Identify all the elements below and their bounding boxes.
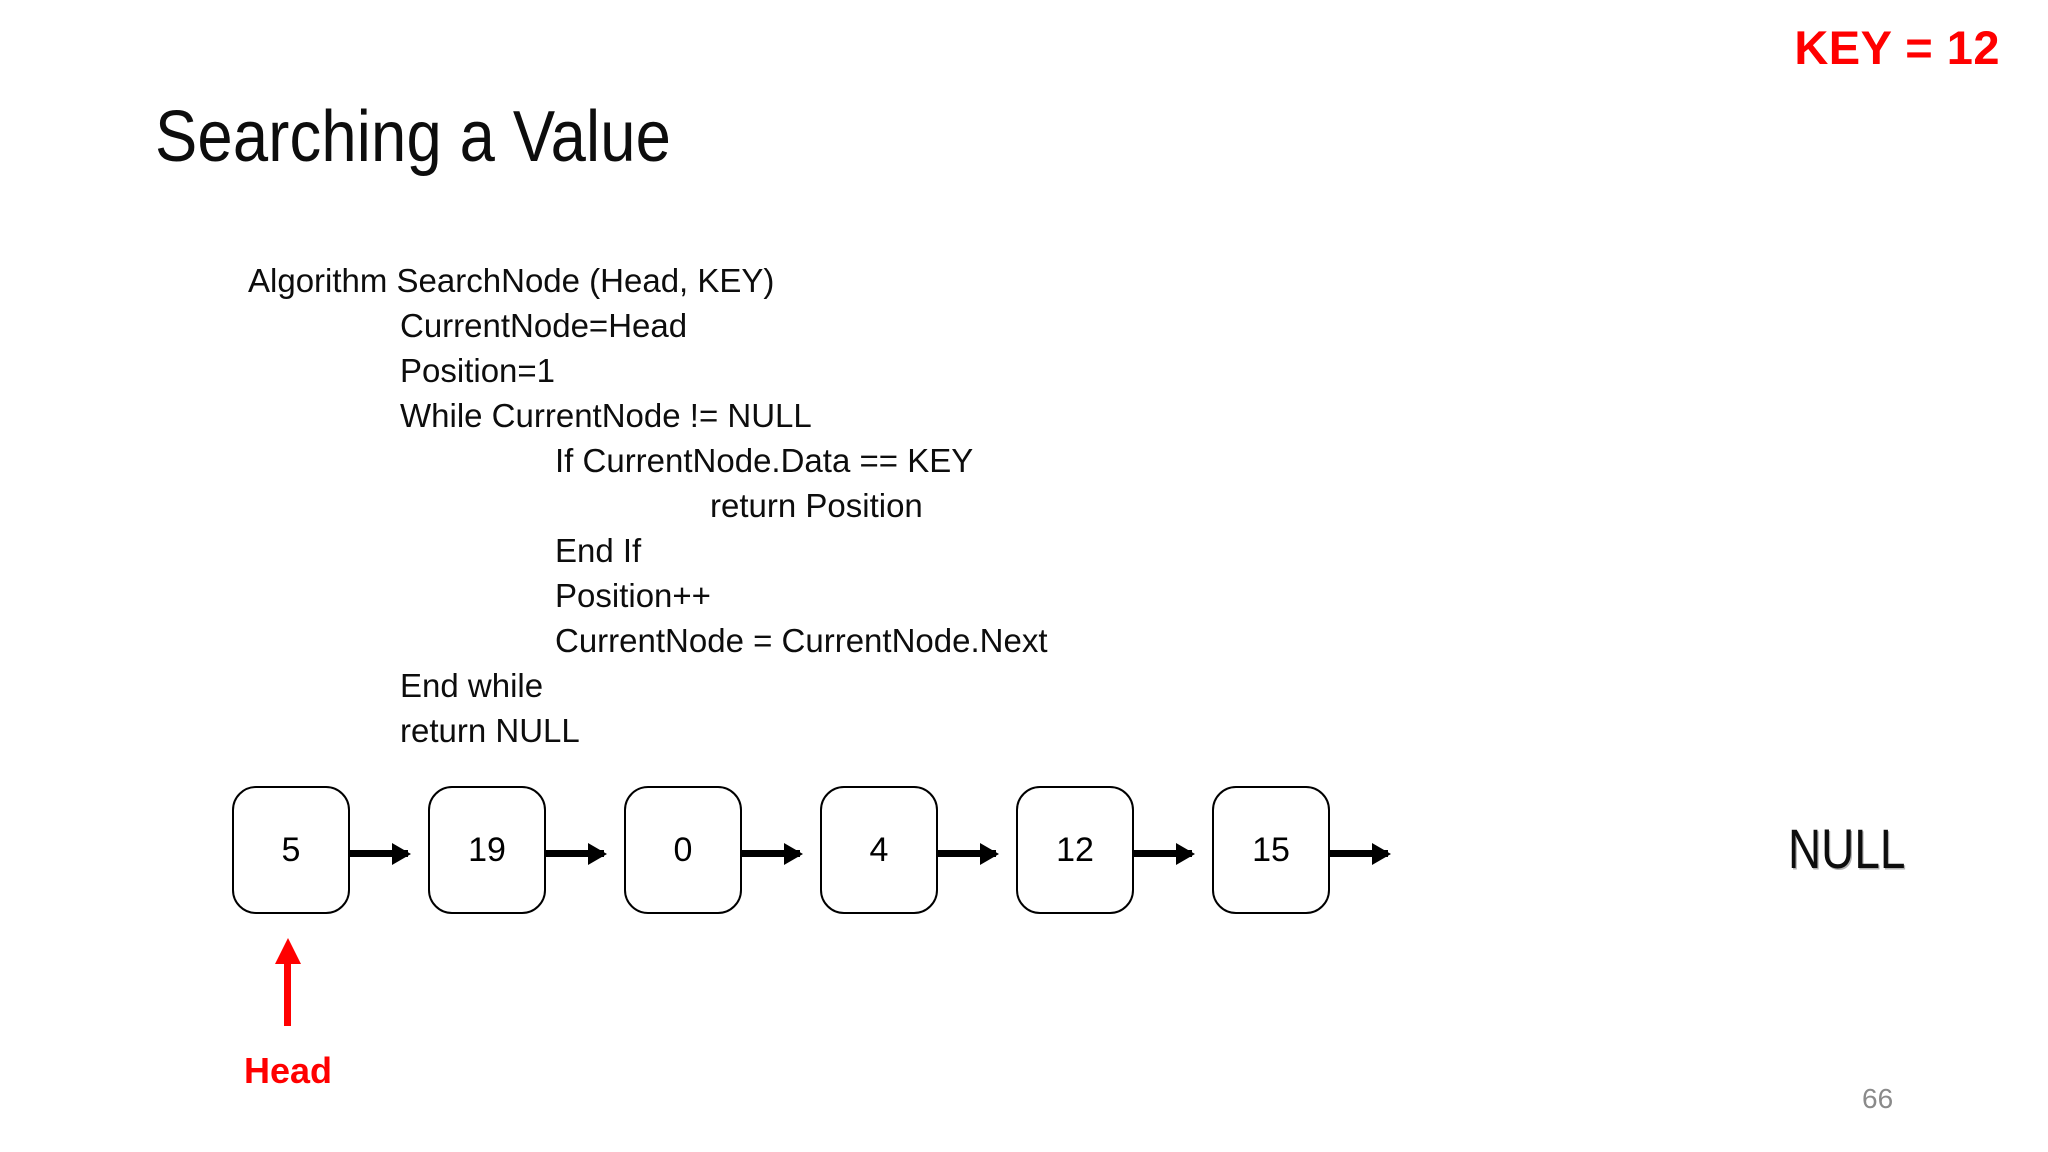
pseudocode-line: While CurrentNode != NULL [400, 397, 812, 434]
list-link-arrow-icon [1330, 850, 1388, 857]
list-node: 12 [1016, 786, 1134, 914]
list-link-arrow-icon [938, 850, 996, 857]
list-link-arrow-icon [1134, 850, 1192, 857]
list-node-value: 5 [281, 831, 301, 869]
pseudocode-line: return NULL [400, 712, 580, 749]
pseudocode-line: If CurrentNode.Data == KEY [555, 442, 974, 479]
list-node: 15 [1212, 786, 1330, 914]
pseudocode-line: CurrentNode = CurrentNode.Next [555, 622, 1048, 659]
pseudocode-line: Algorithm SearchNode (Head, KEY) [248, 262, 775, 299]
pseudocode-line: return Position [710, 487, 923, 524]
linked-list-diagram: NULL 5 19 0 4 12 15 [0, 786, 2048, 946]
list-node: 19 [428, 786, 546, 914]
head-arrow-icon [275, 938, 301, 964]
head-label: Head [243, 1050, 333, 1091]
list-link-arrow-icon [350, 850, 408, 857]
list-node-value: 15 [1252, 831, 1290, 869]
pseudocode-line: End If [555, 532, 642, 569]
pseudocode-block: Algorithm SearchNode (Head, KEY) CurrentN… [248, 258, 1048, 753]
list-node: 5 [232, 786, 350, 914]
head-pointer: Head [244, 930, 396, 1110]
pseudocode-line: CurrentNode=Head [400, 307, 688, 344]
null-terminator-label: NULL [1788, 817, 1906, 880]
list-node: 4 [820, 786, 938, 914]
pseudocode-line: Position++ [555, 577, 711, 614]
head-arrow-shaft [284, 960, 291, 1026]
list-node: 0 [624, 786, 742, 914]
key-value-label: KEY = 12 [1794, 21, 2000, 74]
pseudocode-line: End while [400, 667, 544, 704]
list-node-value: 12 [1056, 831, 1094, 869]
list-node-value: 19 [468, 831, 506, 869]
list-node-value: 4 [869, 831, 889, 869]
list-link-arrow-icon [742, 850, 800, 857]
pseudocode-line: Position=1 [400, 352, 556, 389]
list-node-value: 0 [673, 831, 693, 869]
list-link-arrow-icon [546, 850, 604, 857]
slide-number: 66 [1862, 1083, 1894, 1114]
page-title: Searching a Value [155, 97, 672, 177]
